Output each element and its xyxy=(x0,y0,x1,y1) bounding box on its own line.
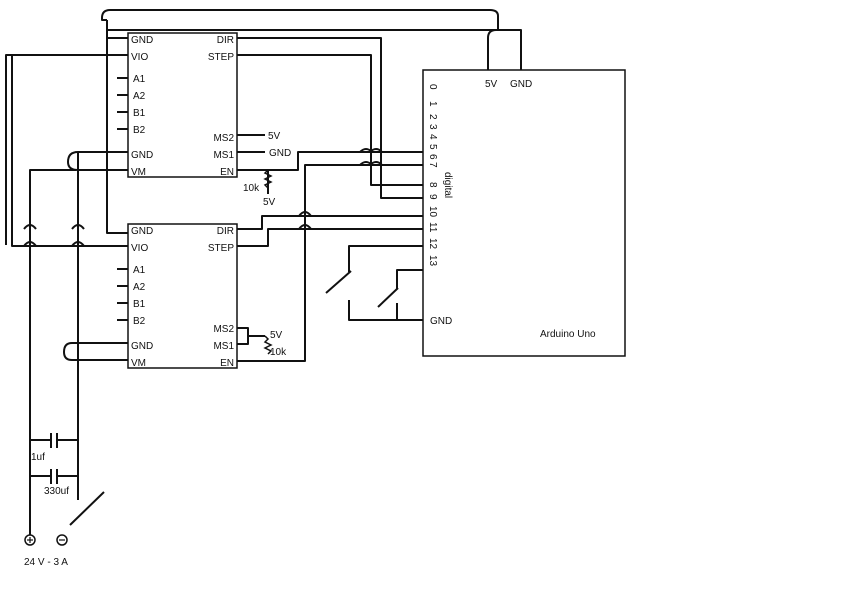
driver2-pin-gnd: GND xyxy=(131,226,153,237)
arduino-dpin-4: 4 xyxy=(427,134,438,140)
driver1-resistor-supply-label: 5V xyxy=(263,197,276,208)
driver2-pin-a1: A1 xyxy=(133,265,146,276)
driver1-ms1-tie-label: GND xyxy=(269,148,291,159)
wire-hops xyxy=(23,148,383,247)
arduino-dpin-2: 2 xyxy=(427,114,438,120)
driver1-pin-b2: B2 xyxy=(133,125,146,136)
driver2-pin-ms2: MS2 xyxy=(213,324,234,335)
arduino-dpin-8: 8 xyxy=(427,182,438,188)
arduino-dpin-6: 6 xyxy=(427,154,438,160)
driver1-pin-gnd2: GND xyxy=(131,150,153,161)
driver1-pin-en: EN xyxy=(220,167,234,178)
cap2-label: 330uf xyxy=(44,486,69,497)
driver1-right-pins: DIR STEP MS2 MS1 EN xyxy=(208,35,235,178)
arduino-dpin-1: 1 xyxy=(427,101,438,107)
driver1-ms2-tie-label: 5V xyxy=(268,131,281,142)
arduino-pin-gnd-side: GND xyxy=(430,316,452,327)
arduino-dpin-3: 3 xyxy=(427,124,438,130)
driver2-pin-b1: B1 xyxy=(133,299,146,310)
driver2-pin-a2: A2 xyxy=(133,282,146,293)
arduino-name: Arduino Uno xyxy=(540,329,596,340)
arduino-digital-label: digital xyxy=(442,172,453,198)
supply-label: 24 V - 3 A xyxy=(24,557,68,568)
driver2-pin-ms1: MS1 xyxy=(213,341,234,352)
arduino-dpin-11: 11 xyxy=(427,222,438,233)
arduino-dpin-10: 10 xyxy=(427,206,438,218)
driver2-ms-tie-label: 5V xyxy=(270,330,283,341)
driver1-box xyxy=(127,32,238,178)
driver1-resistor-label: 10k xyxy=(243,183,260,194)
arduino-digital-pins: 0 1 2 3 4 5 6 7 8 9 10 11 12 13 xyxy=(427,84,438,267)
driver2-right-pins: DIR STEP MS2 MS1 EN xyxy=(208,226,235,369)
driver2-pin-vm: VM xyxy=(131,358,146,369)
driver2-pin-en: EN xyxy=(220,358,234,369)
driver2-resistor xyxy=(263,335,273,355)
arduino-dpin-12: 12 xyxy=(427,238,438,250)
driver1-pin-a2: A2 xyxy=(133,91,146,102)
arduino-box xyxy=(422,69,626,357)
driver2-pin-b2: B2 xyxy=(133,316,146,327)
cap1-label: 1uf xyxy=(31,452,45,463)
supply-terminals xyxy=(24,534,68,546)
arduino-dpin-9: 9 xyxy=(427,194,438,200)
driver1-pin-step: STEP xyxy=(208,52,234,63)
driver2-resistor-label: 10k xyxy=(270,347,287,358)
driver1-pin-ms2: MS2 xyxy=(213,133,234,144)
arduino-dpin-5: 5 xyxy=(427,144,438,150)
driver2-pin-vio: VIO xyxy=(131,243,148,254)
arduino-pin-5v: 5V xyxy=(485,79,498,90)
driver2-pin-dir: DIR xyxy=(217,226,234,237)
driver1-pin-vio: VIO xyxy=(131,52,148,63)
arduino-pin-gnd-top: GND xyxy=(510,79,532,90)
driver1-pin-ms1: MS1 xyxy=(213,150,234,161)
driver1-pin-dir: DIR xyxy=(217,35,234,46)
driver2-pin-gnd2: GND xyxy=(131,341,153,352)
driver2-left-pins: GND VIO A1 A2 B1 B2 GND VM xyxy=(131,226,153,369)
driver1-pin-gnd: GND xyxy=(131,35,153,46)
driver1-pin-b1: B1 xyxy=(133,108,146,119)
driver2-box xyxy=(127,223,238,369)
arduino-dpin-7: 7 xyxy=(427,162,438,168)
driver1-left-pins: GND VIO A1 A2 B1 B2 GND VM xyxy=(131,35,153,178)
driver2-pin-step: STEP xyxy=(208,243,234,254)
driver1-pin-vm: VM xyxy=(131,167,146,178)
arduino-dpin-13: 13 xyxy=(427,255,438,267)
driver1-pin-a1: A1 xyxy=(133,74,146,85)
driver1-resistor xyxy=(263,169,273,189)
arduino-dpin-0: 0 xyxy=(427,84,438,90)
